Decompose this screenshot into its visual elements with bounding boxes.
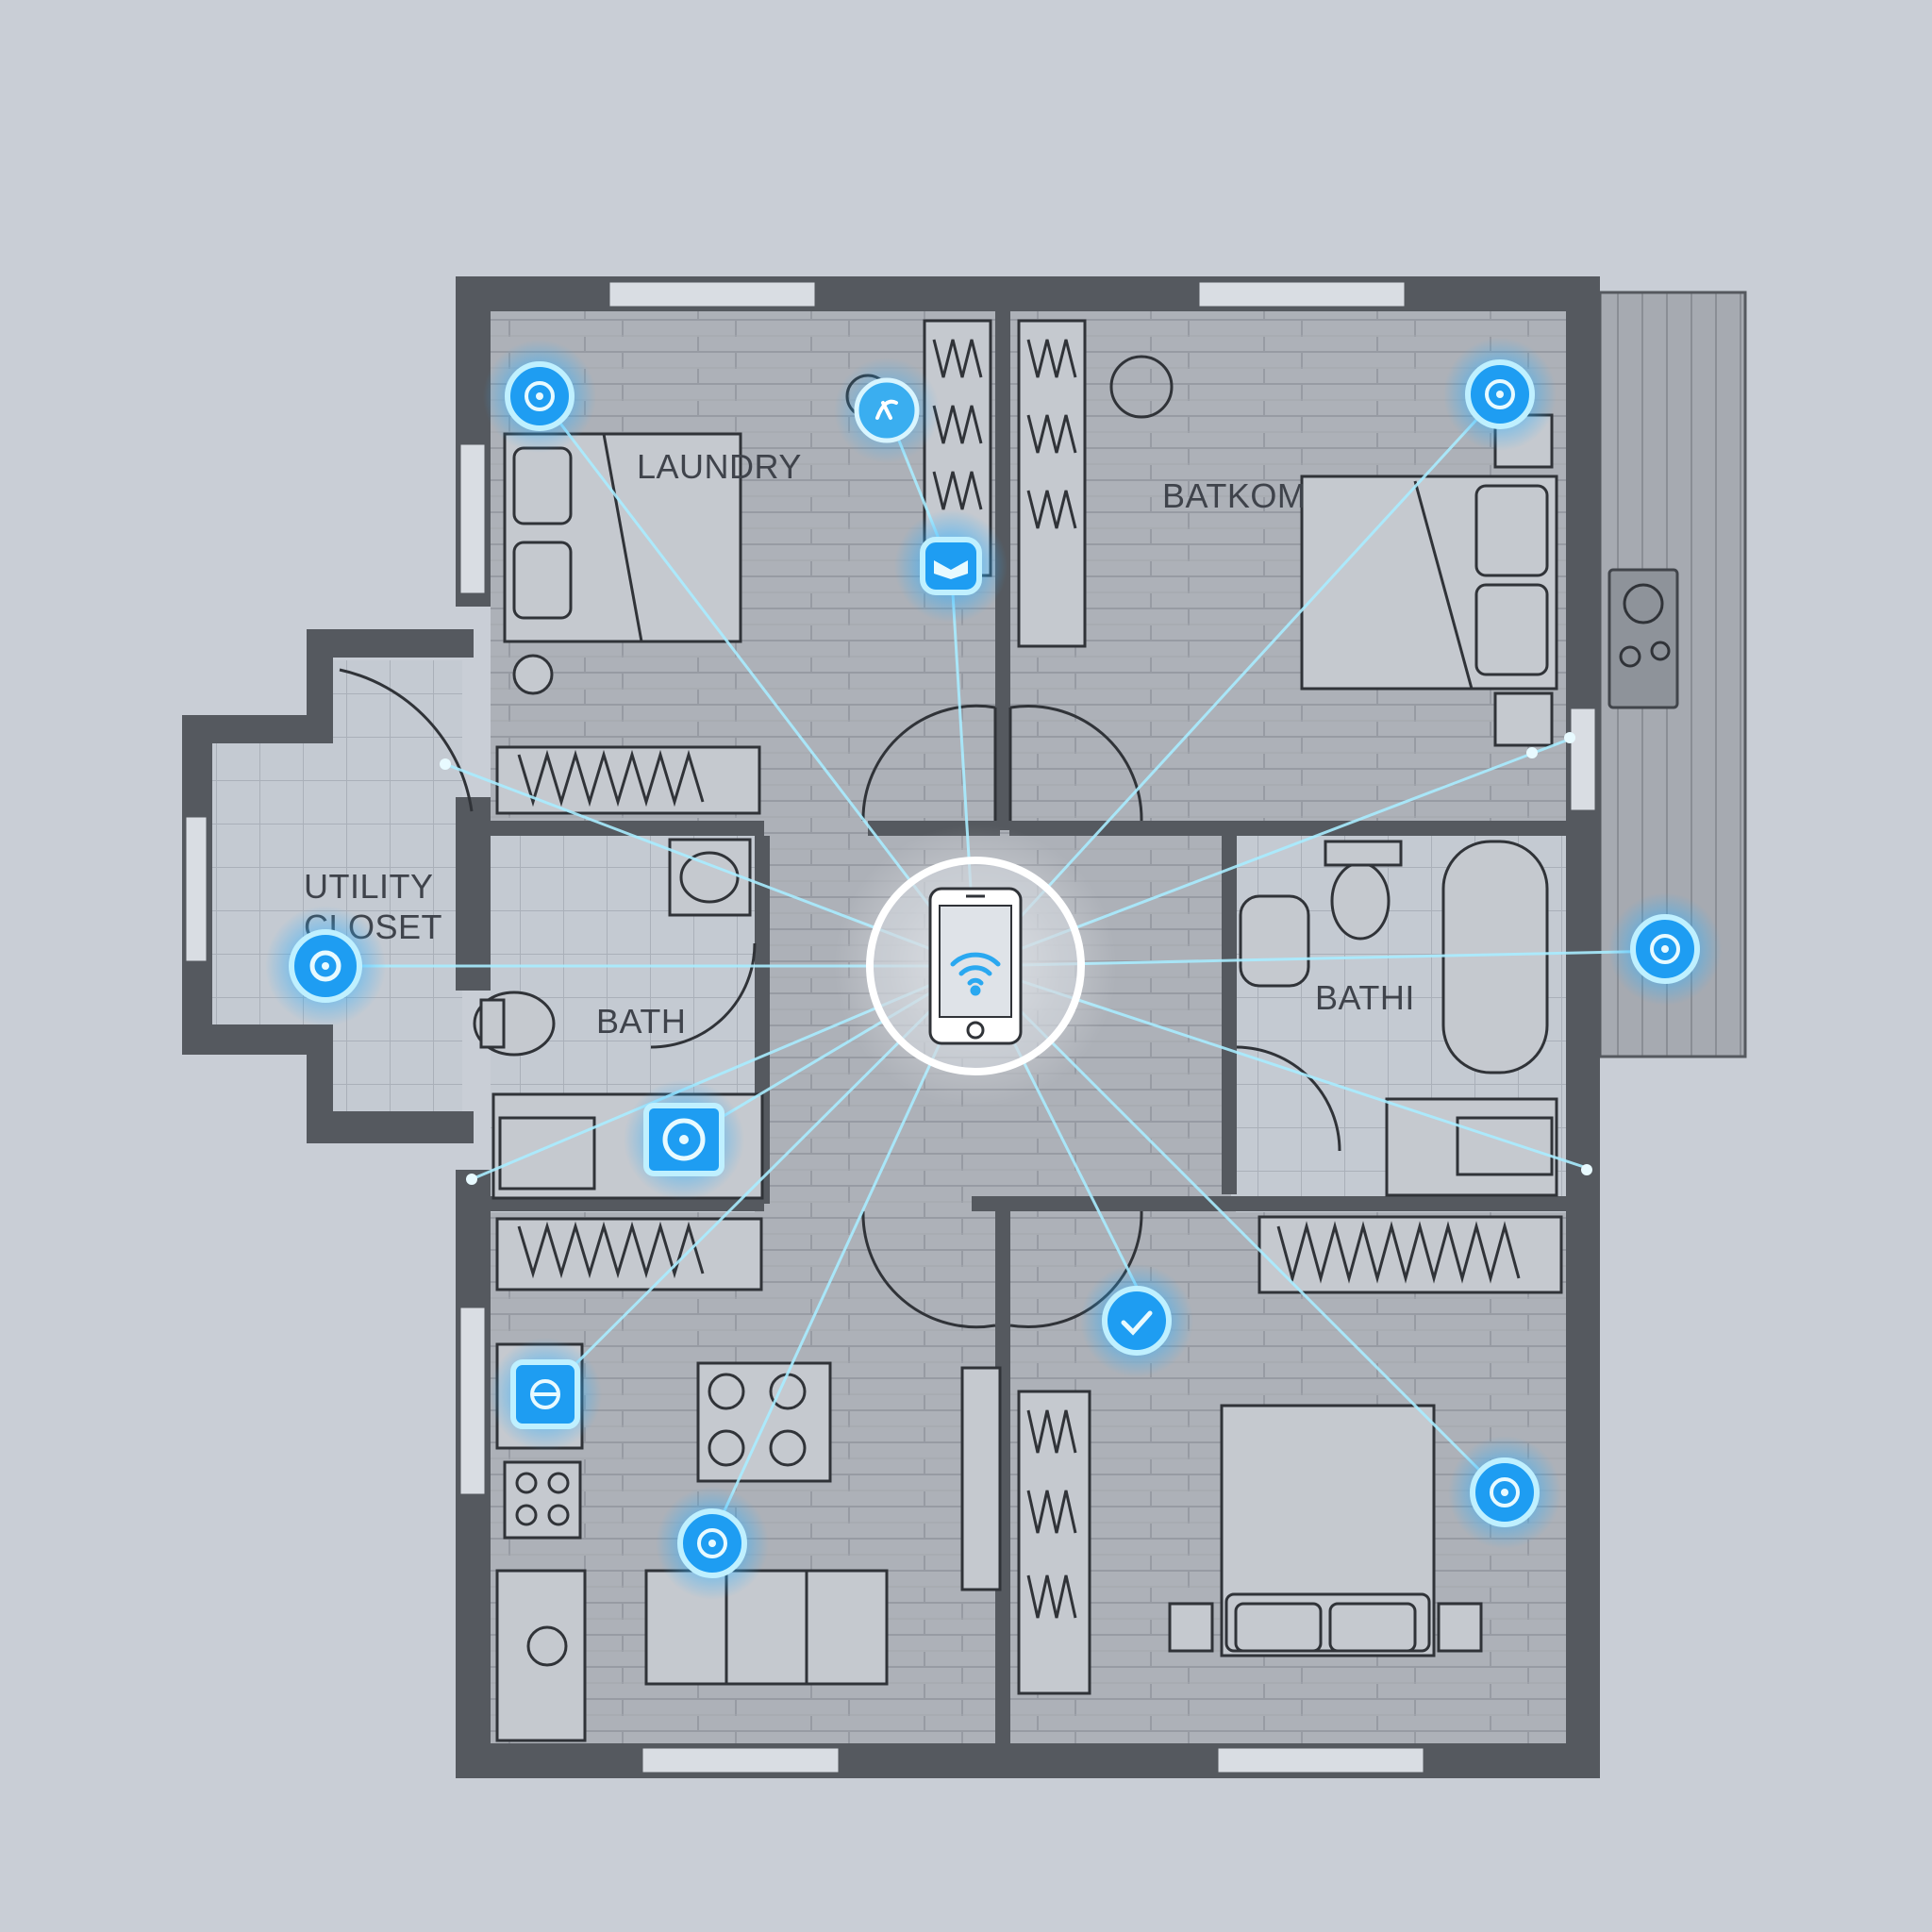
room-label-batkom: BATKOM <box>1162 476 1306 515</box>
connection-endpoints <box>440 732 1592 1185</box>
smart-sensor-icon[interactable] <box>1448 1436 1561 1549</box>
room-label-laundry: LAUNDRY <box>637 447 802 486</box>
furniture <box>473 319 1563 1742</box>
room-labels: LAUNDRY BATKOM UTILITY CLOSET BATH BATHI <box>304 447 1415 1041</box>
smart-sensor-icon[interactable] <box>656 1487 769 1600</box>
endpoint-dot <box>466 1174 477 1185</box>
hub-smartphone[interactable] <box>834 824 1117 1108</box>
smart-sensor-icon[interactable] <box>265 906 386 1026</box>
windows <box>183 279 1598 1775</box>
camera-icon[interactable] <box>894 509 1008 623</box>
endpoint-dot <box>1526 747 1538 758</box>
endpoint-dot <box>1564 732 1575 743</box>
smart-sensor-icon[interactable] <box>1443 338 1557 451</box>
wifi-icon <box>950 952 1001 996</box>
smart-plug-icon[interactable] <box>489 1338 602 1451</box>
check-icon[interactable] <box>1080 1264 1193 1377</box>
smart-devices <box>265 338 1722 1600</box>
room-label-utility-line1: UTILITY <box>304 867 434 906</box>
smart-sensor-icon[interactable] <box>483 340 596 453</box>
endpoint-dot <box>440 758 451 770</box>
room-label-bath-west: BATH <box>596 1002 686 1041</box>
door-swings <box>339 668 1341 1329</box>
smart-sensor-icon[interactable] <box>1608 892 1722 1006</box>
smart-sensor-icon[interactable] <box>624 1079 744 1200</box>
smart-plug-icon[interactable] <box>834 358 940 463</box>
room-label-bath-east: BATHI <box>1315 978 1415 1017</box>
endpoint-dot <box>1581 1164 1592 1175</box>
